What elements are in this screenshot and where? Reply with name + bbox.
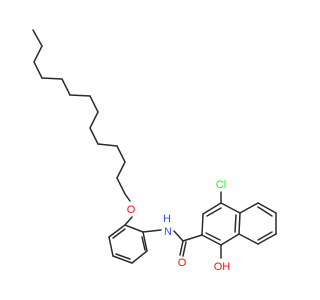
- naphthalene-bond: [257, 202, 277, 214]
- naphthalene-bond: [220, 233, 240, 246]
- naphthalene-double-bond: [257, 231, 273, 241]
- molecule-structure: O N H O Cl OH: [32, 29, 277, 273]
- chain-bond: [89, 95, 99, 113]
- benzene-bond: [124, 224, 144, 233]
- benzene-double-bond: [141, 236, 146, 251]
- ether-oxygen-label: O: [127, 204, 136, 216]
- carbonyl-bond: [179, 240, 184, 256]
- chain-bond: [33, 45, 43, 63]
- chain-bond: [89, 111, 99, 129]
- naphthalene-bond: [202, 202, 222, 215]
- chain-bond: [41, 77, 63, 80]
- naphthalene-bond: [257, 233, 277, 245]
- benzene-bond: [108, 224, 126, 238]
- benzene-bond: [131, 250, 148, 264]
- chain-bond: [116, 177, 126, 195]
- structure-canvas: O N H O Cl OH: [32, 29, 277, 273]
- chlorine-label: Cl: [216, 179, 226, 191]
- amide-hydrogen-label: H: [163, 213, 171, 225]
- chain-bond: [61, 78, 71, 96]
- chain-bond: [97, 143, 118, 147]
- benzene-bond: [108, 236, 114, 257]
- carbonyl-oxygen-label: O: [178, 257, 187, 269]
- chain-bond: [116, 145, 126, 163]
- ether-bond: [124, 216, 133, 226]
- n-aryl-bond: [142, 229, 162, 233]
- chain-bond: [32, 29, 43, 47]
- ether-bond: [124, 193, 131, 202]
- carbonyl-bond: [182, 241, 187, 257]
- atom-labels: O N H O Cl OH: [127, 179, 231, 273]
- naphthalene-bond: [201, 234, 222, 246]
- naphthalene-double-bond: [234, 214, 237, 233]
- naphthalene-bond: [239, 202, 259, 214]
- naphthalene-double-bond: [206, 207, 222, 217]
- naphthalene-double-bond: [257, 206, 273, 217]
- bonds: [32, 29, 277, 264]
- amide-nitrogen-label: N: [164, 226, 172, 238]
- amide-c-n-bond: [173, 230, 184, 242]
- chain-bond: [33, 61, 43, 79]
- benzene-bond: [142, 231, 148, 252]
- chain-bond: [69, 94, 91, 97]
- amide-c-ring-bond: [182, 234, 203, 242]
- benzene-bond: [112, 255, 133, 264]
- hydroxyl-label: OH: [214, 261, 231, 273]
- benzene-double-bond: [115, 253, 131, 260]
- chain-bond: [116, 161, 126, 179]
- naphthalene-bond: [238, 233, 259, 245]
- naphthalene-bond: [201, 213, 204, 236]
- naphthalene-bond: [220, 202, 241, 214]
- benzene-double-bond: [112, 228, 126, 239]
- naphthalene-bond: [238, 212, 241, 235]
- chain-bond: [89, 127, 99, 145]
- naphthalene-double-bond: [205, 232, 221, 241]
